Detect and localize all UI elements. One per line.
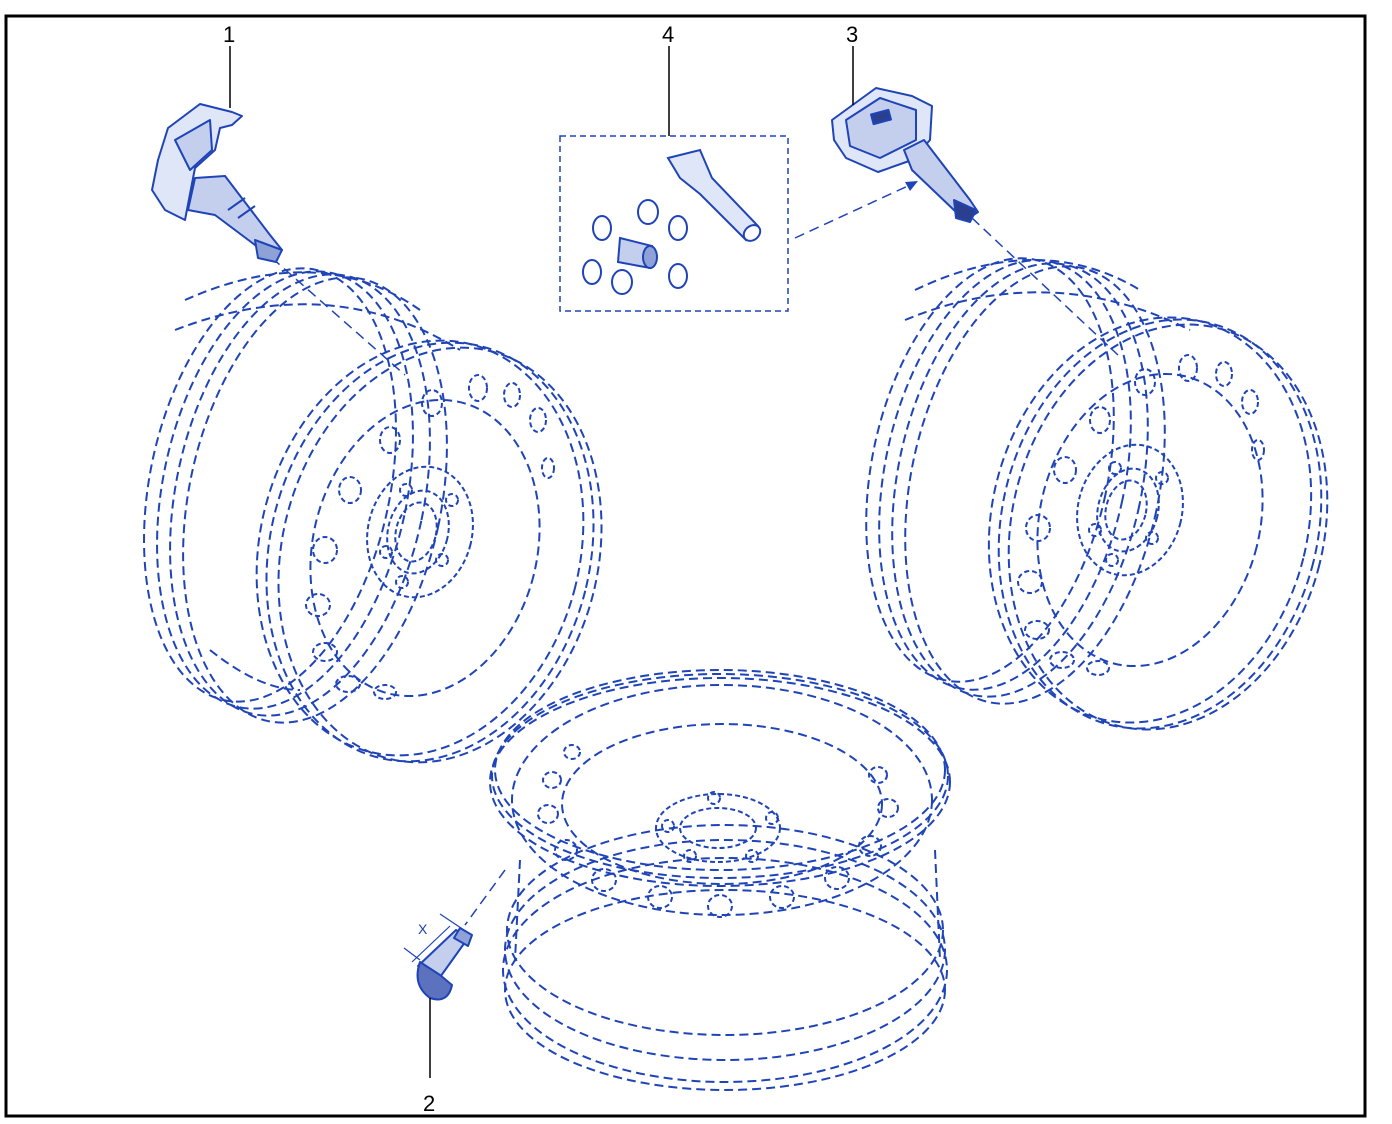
callout-2: 2 bbox=[423, 1091, 435, 1116]
kit-box bbox=[559, 135, 789, 312]
wheel-left-hub bbox=[366, 465, 474, 599]
wheel-right-holes bbox=[1017, 354, 1265, 676]
wheel-bottom-holes bbox=[537, 744, 899, 918]
assembly-lines bbox=[271, 184, 1119, 926]
wheel-right-hub bbox=[1076, 443, 1184, 577]
wheel-right bbox=[865, 257, 1329, 731]
valve-service-kit-icon bbox=[582, 148, 762, 295]
callout-3: 3 bbox=[846, 22, 858, 47]
callout-leaders bbox=[229, 46, 854, 1078]
tpms-sensor-clamp-in-icon bbox=[151, 103, 283, 263]
callout-4: 4 bbox=[662, 22, 674, 47]
dimension-x bbox=[403, 913, 471, 963]
wheel-left-holes bbox=[305, 374, 555, 700]
diagram-border bbox=[4, 14, 1367, 1118]
dimension-label: X bbox=[418, 921, 428, 937]
wheel-left bbox=[143, 267, 603, 764]
callout-1: 1 bbox=[223, 22, 235, 47]
tpms-sensor-icon bbox=[831, 87, 979, 223]
snap-in-valve-stem-icon bbox=[416, 927, 473, 1001]
wheel-bottom bbox=[489, 669, 951, 1091]
wheel-bottom-hub bbox=[655, 791, 781, 863]
arrow-head bbox=[905, 181, 918, 191]
